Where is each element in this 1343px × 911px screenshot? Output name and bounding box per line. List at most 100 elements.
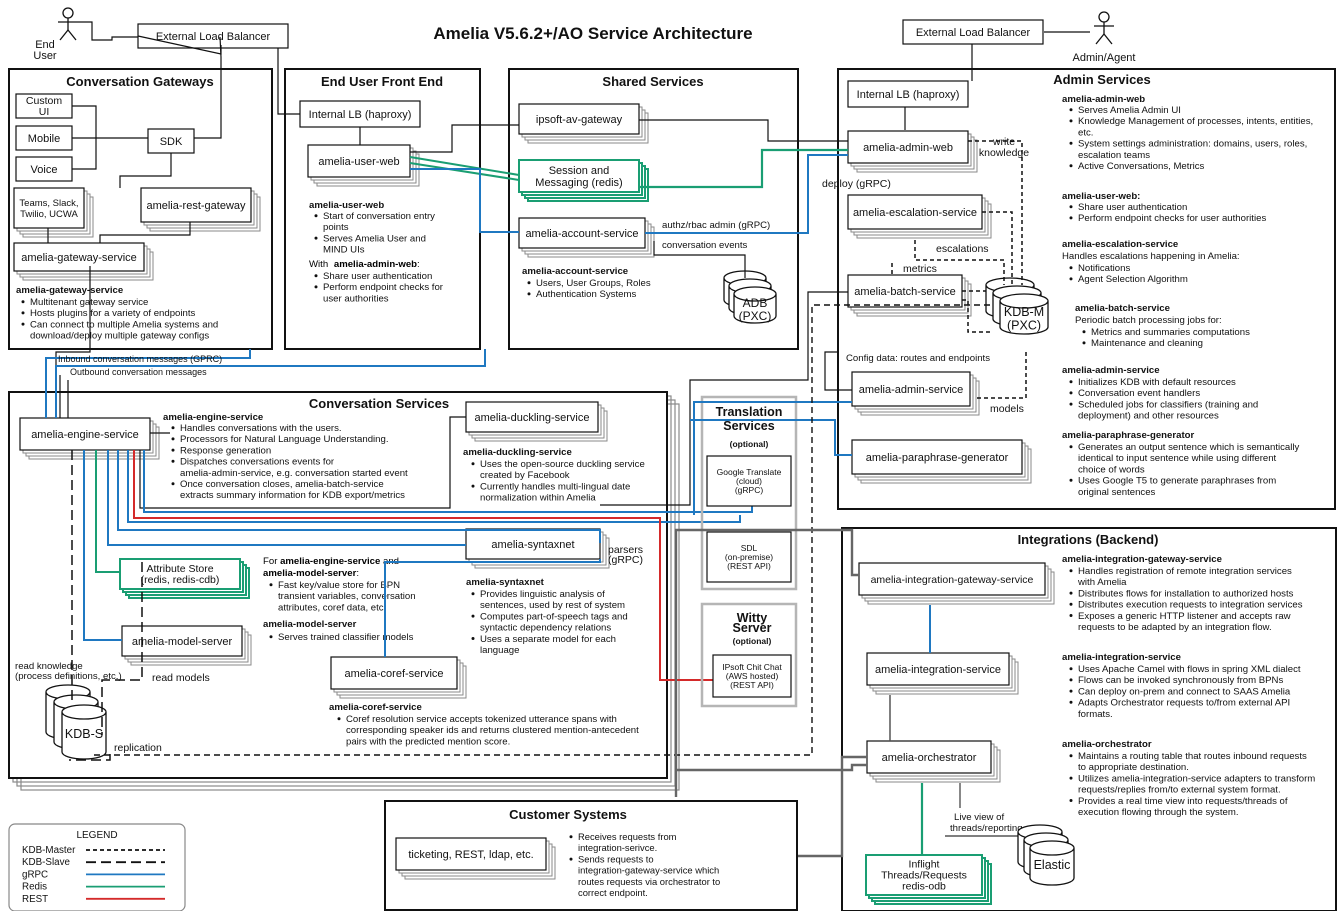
model-server-box[interactable]: amelia-model-server bbox=[121, 625, 252, 666]
connector-line bbox=[968, 140, 1023, 285]
paraphrase-generator-box[interactable]: amelia-paraphrase-generator bbox=[851, 439, 1032, 484]
box-label: Inflight bbox=[909, 859, 940, 871]
bullet-text: original sentences bbox=[1078, 487, 1156, 498]
bullet-dot bbox=[171, 459, 175, 463]
models-label: models bbox=[990, 403, 1024, 415]
integration-gateway-box[interactable]: amelia-integration-gateway-service bbox=[858, 562, 1055, 605]
bullet-dot bbox=[1069, 678, 1073, 682]
box-label: amelia-integration-gateway-service bbox=[871, 574, 1034, 586]
orchestrator-box[interactable]: amelia-orchestrator bbox=[866, 740, 1001, 783]
google-translate-box[interactable]: Google Translate(cloud)(gRPC) bbox=[706, 455, 792, 507]
bullet-text: user authorities bbox=[323, 293, 389, 304]
box-label: amelia-paraphrase-generator bbox=[866, 452, 1009, 464]
connector-line bbox=[410, 168, 519, 233]
bullet-text: Notifications bbox=[1078, 263, 1130, 274]
account-service-box[interactable]: amelia-account-service bbox=[518, 217, 655, 258]
bullet-dot bbox=[471, 462, 475, 466]
bullet-dot bbox=[569, 835, 573, 839]
bullet-text: Uses the open-source duckling service bbox=[480, 459, 645, 470]
bullet-dot bbox=[471, 484, 475, 488]
box-label: Messaging (redis) bbox=[535, 177, 622, 189]
diagram-title: Amelia V5.6.2+/AO Service Architecture bbox=[433, 24, 752, 43]
bullet-text: Generates an output sentence which is se… bbox=[1078, 442, 1300, 453]
duckling-service-box[interactable]: amelia-duckling-service bbox=[465, 401, 608, 442]
legend-label: Redis bbox=[22, 882, 47, 893]
adb-database: ADB(PXC) bbox=[723, 270, 777, 324]
person-icon bbox=[1094, 11, 1114, 45]
teams-box[interactable]: Teams, Slack,Twilio, UCWA bbox=[13, 187, 94, 238]
bullet-dot bbox=[1069, 380, 1073, 384]
desc-title: amelia-syntaxnet bbox=[466, 577, 545, 588]
av-gateway-box[interactable]: ipsoft-av-gateway bbox=[518, 103, 649, 144]
batch-service-box[interactable]: amelia-batch-service bbox=[847, 274, 972, 317]
legend-title: LEGEND bbox=[76, 830, 117, 841]
box-label: amelia-syntaxnet bbox=[491, 539, 574, 551]
engine-service-box[interactable]: amelia-engine-service bbox=[19, 417, 160, 460]
bullet-text: Processors for Natural Language Understa… bbox=[180, 434, 389, 445]
bullet-text: Hosts plugins for a variety of endpoints bbox=[30, 308, 196, 319]
bullet-dot bbox=[171, 437, 175, 441]
admin-web-box[interactable]: amelia-admin-web bbox=[847, 130, 978, 173]
bullet-dot bbox=[314, 214, 318, 218]
bullet-text: Uses Apache Camel with flows in spring X… bbox=[1078, 664, 1301, 675]
escalation-service-box[interactable]: amelia-escalation-service bbox=[847, 194, 992, 239]
box-label: Mobile bbox=[28, 133, 60, 145]
panel-title: Conversation Gateways bbox=[66, 74, 213, 89]
db-label: (PXC) bbox=[1007, 319, 1041, 333]
user-web-box[interactable]: amelia-user-web bbox=[307, 144, 420, 187]
label-text: Witty bbox=[737, 611, 767, 625]
panel-title: Conversation Services bbox=[309, 396, 449, 411]
bullet-text: amelia-admin-service, e.g. conversation … bbox=[180, 468, 408, 479]
connector-line bbox=[914, 240, 1005, 285]
box-label: Voice bbox=[31, 164, 58, 176]
connector-line bbox=[127, 450, 741, 523]
voice-box[interactable]: Voice bbox=[15, 156, 73, 182]
bullet-text: corresponding speaker ids and returns cl… bbox=[346, 725, 639, 736]
bullet-dot bbox=[1069, 591, 1073, 595]
box-label: Attribute Store bbox=[146, 563, 213, 575]
connector-line bbox=[101, 562, 143, 735]
box-label: amelia-coref-service bbox=[344, 668, 443, 680]
bullet-dot bbox=[1082, 341, 1086, 345]
coref-service-box[interactable]: amelia-coref-service bbox=[330, 656, 467, 699]
mobile-box[interactable]: Mobile bbox=[15, 125, 73, 151]
integration-service-box[interactable]: amelia-integration-service bbox=[866, 652, 1019, 695]
bullet-text: integration-gateway-service which bbox=[578, 865, 719, 876]
sdk-box[interactable]: SDK bbox=[147, 128, 195, 154]
rest-gateway-box[interactable]: amelia-rest-gateway bbox=[140, 187, 261, 232]
bullet-text: Knowledge Management of processes, inten… bbox=[1078, 116, 1313, 127]
box-label: ipsoft-av-gateway bbox=[536, 114, 623, 126]
external-lb-right[interactable]: External Load Balancer bbox=[902, 19, 1044, 45]
bullet-text: sentences, used by rest of system bbox=[480, 600, 625, 611]
attribute-store-box[interactable]: Attribute Store(redis, redis-cdb) bbox=[119, 558, 250, 599]
box-label: amelia-engine-service bbox=[31, 429, 139, 441]
admin-service-box[interactable]: amelia-admin-service bbox=[851, 371, 980, 416]
customer-systems-box[interactable]: ticketing, REST, ldap, etc. bbox=[395, 837, 556, 880]
internal-lb-front[interactable]: Internal LB (haproxy) bbox=[299, 100, 421, 128]
box-label: ticketing, REST, ldap, etc. bbox=[408, 849, 533, 861]
live-view-label: Live view of bbox=[954, 812, 1004, 823]
optional-label: (optional) bbox=[733, 636, 772, 646]
connector-line bbox=[600, 291, 848, 506]
elastic-database: Elastic bbox=[1017, 824, 1075, 886]
admin-services-panel bbox=[837, 68, 1336, 510]
internal-lb-admin[interactable]: Internal LB (haproxy) bbox=[847, 80, 969, 108]
external-lb-left[interactable]: External Load Balancer bbox=[137, 23, 289, 49]
bullet-text: Currently handles multi-lingual date bbox=[480, 481, 630, 492]
connector-line bbox=[962, 299, 990, 333]
chit-chat-box[interactable]: IPsoft Chit Chat(AWS hosted)(REST API) bbox=[712, 654, 792, 698]
box-label: amelia-rest-gateway bbox=[146, 200, 246, 212]
desc-title: amelia-model-server bbox=[263, 619, 357, 630]
connector-line bbox=[409, 156, 520, 176]
bullet-text: Provides linguistic analysis of bbox=[480, 589, 605, 600]
box-label: (REST API) bbox=[730, 680, 774, 690]
gateway-service-box[interactable]: amelia-gateway-service bbox=[13, 242, 154, 281]
sdl-box[interactable]: SDL(on-premise)(REST API) bbox=[706, 531, 792, 583]
connector-line bbox=[410, 124, 519, 153]
syntaxnet-box[interactable]: amelia-syntaxnet bbox=[465, 528, 610, 569]
bullet-text: escalation teams bbox=[1078, 150, 1150, 161]
label-text: User bbox=[33, 50, 57, 62]
